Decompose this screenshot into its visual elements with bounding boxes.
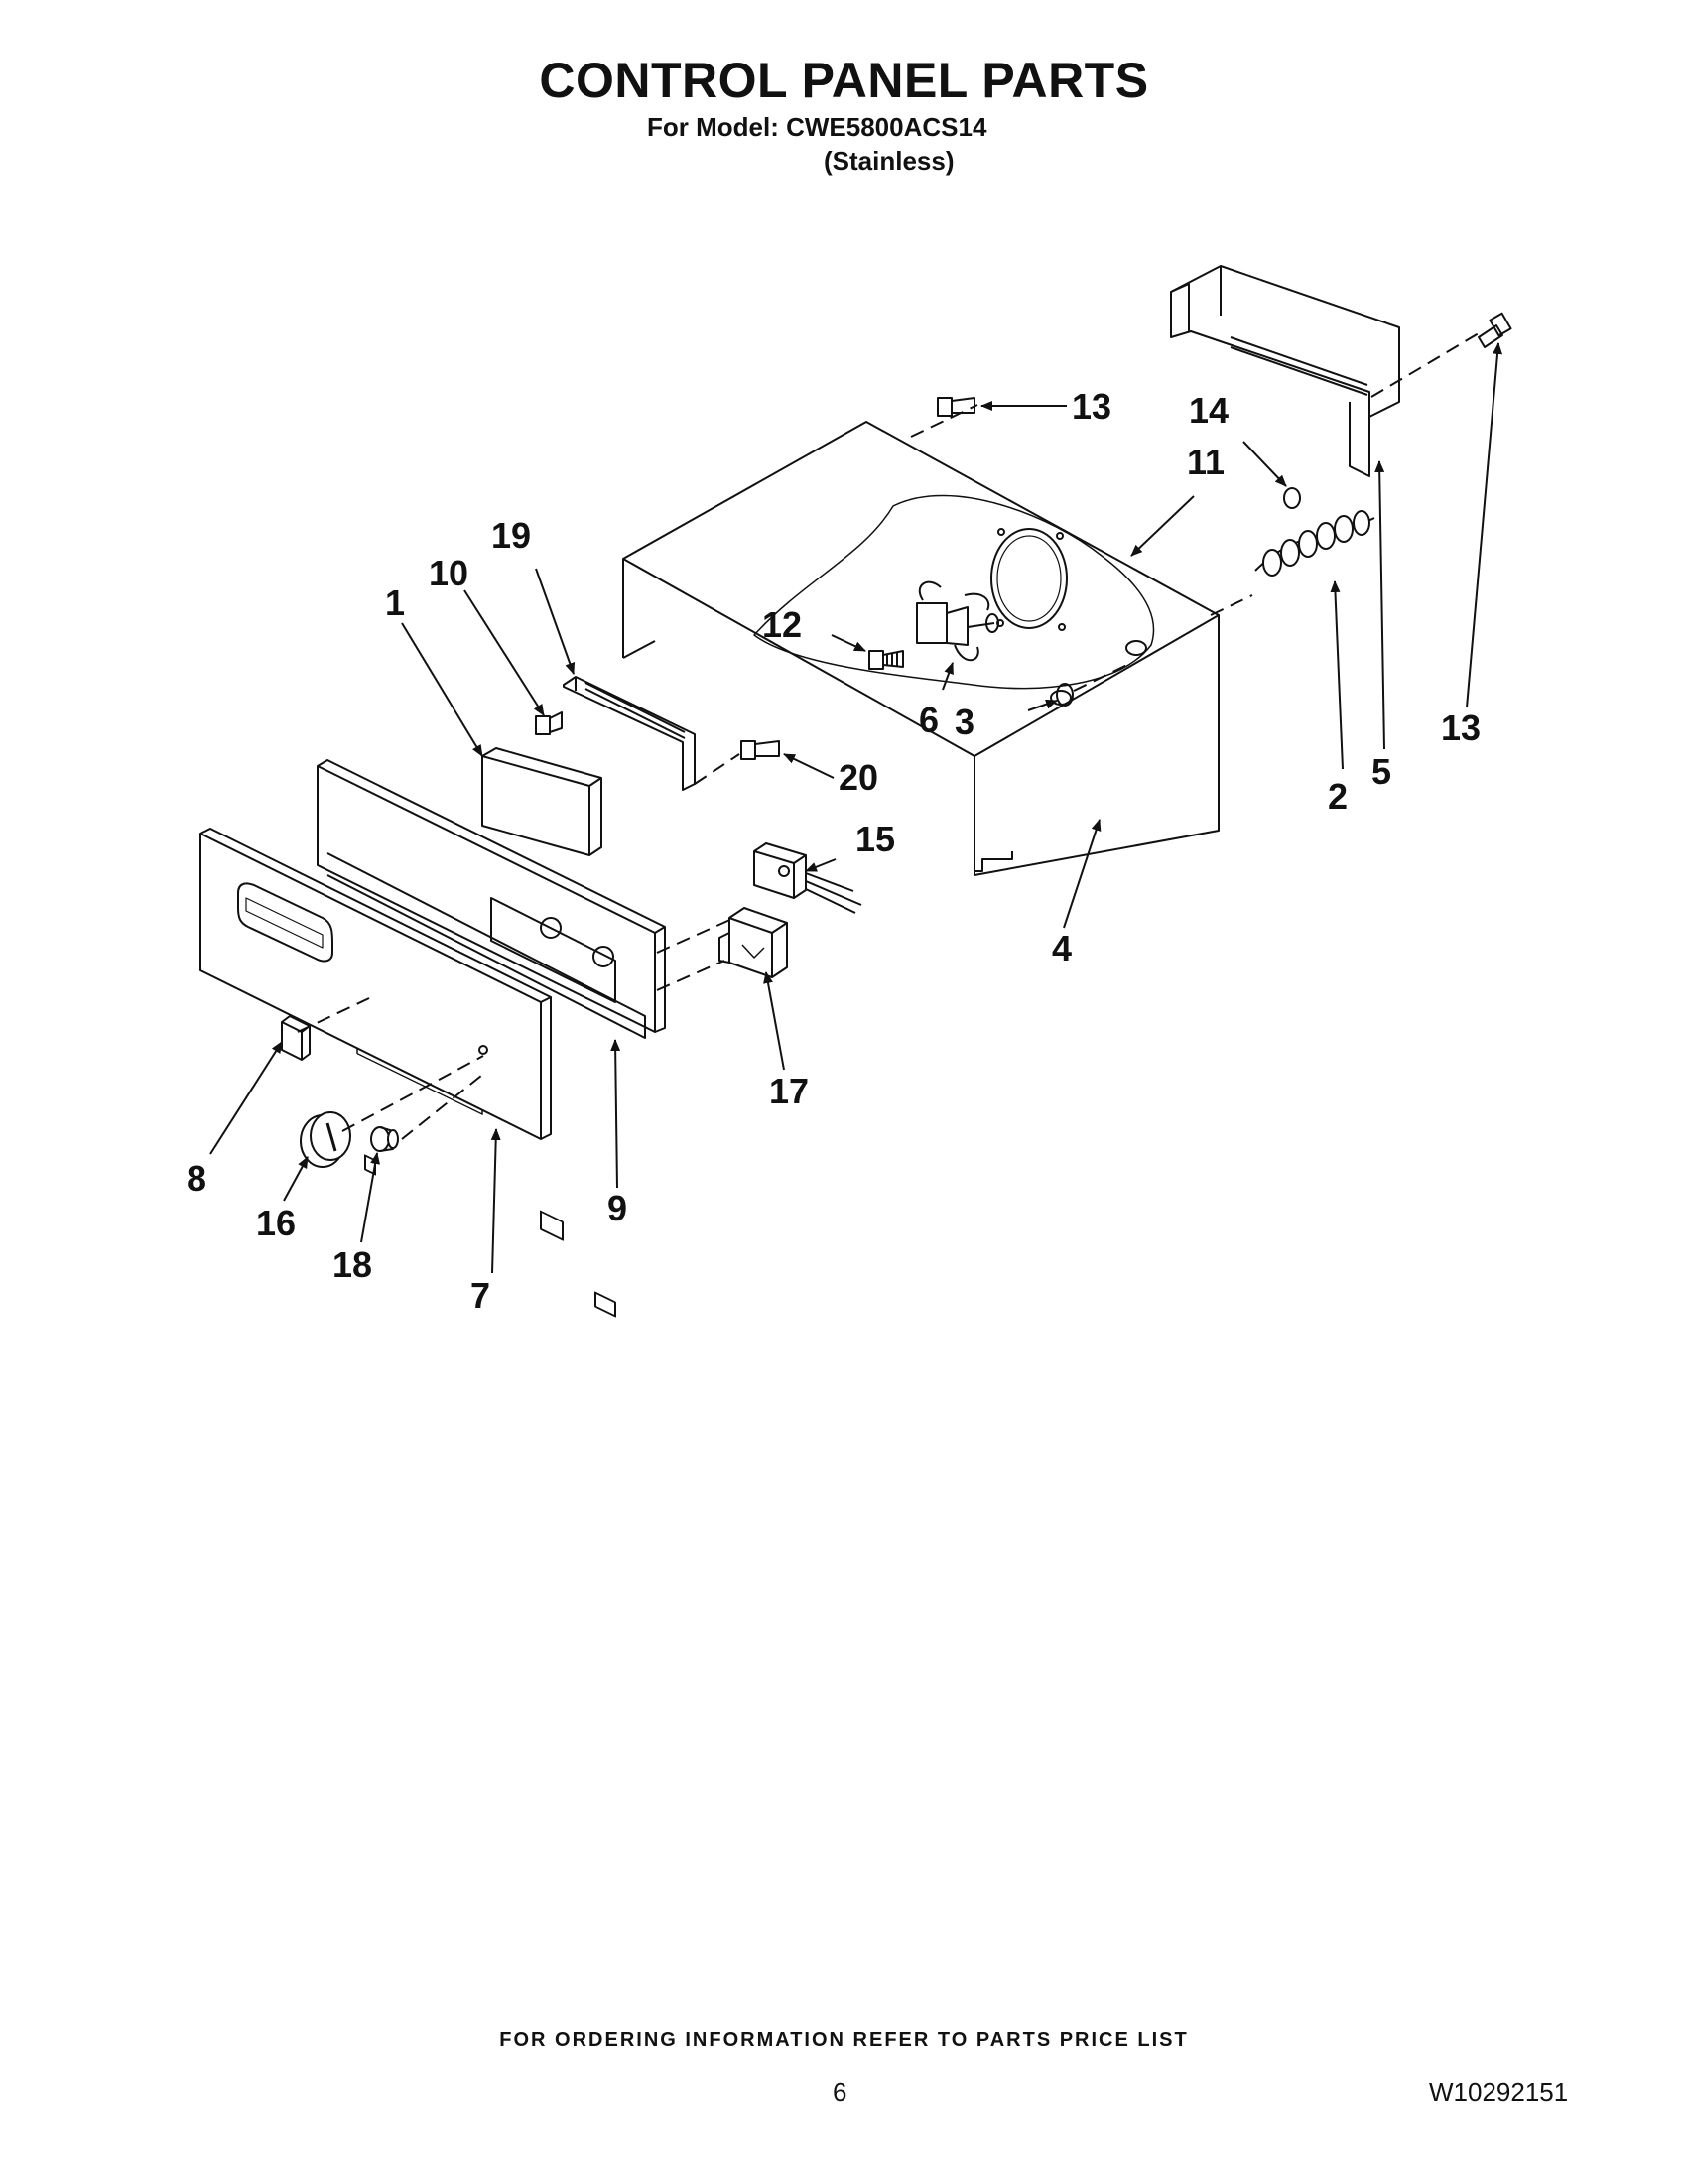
bracket-part-5 [1170,265,1400,477]
knob-part-16 [300,1111,351,1168]
callout-18: 18 [332,1244,372,1285]
model-variant: (Stainless) [824,146,955,176]
screw-part-13-top [937,397,975,417]
callout-7: 7 [470,1275,490,1316]
screw-part-12 [868,650,904,670]
callout-10: 10 [429,553,468,593]
page-number: 6 [833,2077,847,2107]
housing-part-4 [622,421,1220,876]
callout-13-top: 13 [1072,386,1111,427]
screw-part-13-right [1478,312,1512,348]
grommet-part-3 [1056,683,1074,707]
callout-8: 8 [187,1158,206,1199]
fan-motor-part-6 [916,580,999,662]
page-title: CONTROL PANEL PARTS [539,53,1149,108]
ring-part-14 [1283,487,1301,509]
relay-part-17 [718,907,788,978]
callout-16: 16 [256,1203,296,1243]
callout-5: 5 [1371,751,1391,792]
callout-9: 9 [607,1188,627,1228]
switch-part-8 [281,1015,311,1061]
bushing-part-18 [370,1126,399,1152]
callout-14: 14 [1189,390,1229,431]
document-number: W10292151 [1429,2077,1569,2107]
callout-12: 12 [762,604,802,645]
callout-2: 2 [1328,776,1348,817]
callout-3: 3 [955,702,974,742]
callout-17: 17 [769,1071,809,1111]
callout-6: 6 [919,700,939,740]
strip-part-19 [563,676,696,791]
ordering-note: FOR ORDERING INFORMATION REFER TO PARTS … [499,2029,1189,2051]
callout-15: 15 [855,819,895,859]
model-label: For Model: CWE5800ACS14 [647,112,987,142]
callout-11: 11 [1187,442,1225,482]
thermostat-part-15 [753,842,862,914]
front-panel-part-7 [199,828,552,1176]
backing-plate-part-9 [317,759,666,1318]
callout-1: 1 [385,582,405,623]
callout-4: 4 [1052,928,1072,968]
alignment-lines [297,332,1480,1140]
callout-13-right: 13 [1441,707,1481,748]
screw-part-20 [740,740,780,760]
callout-19: 19 [491,515,531,556]
screw-part-10 [535,711,563,735]
harness-part-2 [1254,510,1375,577]
callout-20: 20 [839,757,878,798]
leader-arrows [209,342,1503,1274]
